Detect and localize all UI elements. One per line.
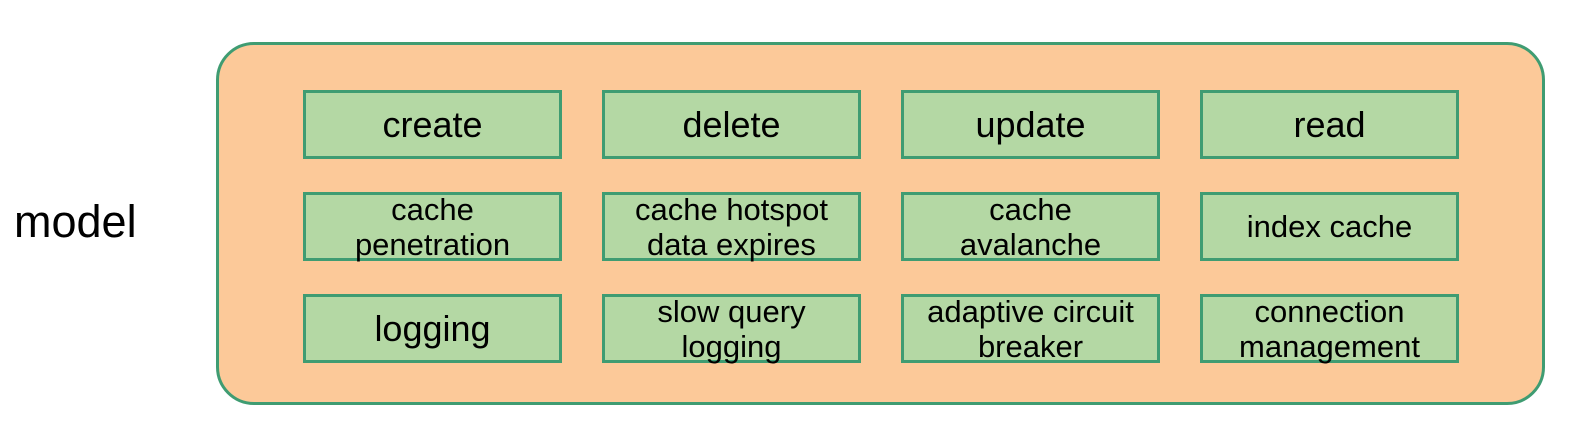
cell-line: cache [391, 191, 474, 227]
grid-cell[interactable]: delete [602, 90, 861, 159]
cell-line: cache hotspot [634, 191, 829, 227]
cell-line: slow query [657, 293, 806, 329]
grid-cell[interactable]: slow query logging [602, 293, 861, 364]
model-group-container: create delete update read cache penetrat… [216, 42, 1545, 405]
grid-cell[interactable]: read [1200, 90, 1459, 159]
grid-cell[interactable]: connection management [1200, 293, 1459, 364]
cell-line: update [975, 103, 1086, 145]
cell-line: avalanche [959, 226, 1102, 262]
grid-cell[interactable]: create [303, 90, 562, 159]
grid-cell[interactable]: cache avalanche [901, 191, 1160, 262]
cell-line: delete [682, 103, 781, 145]
cell-line: cache [989, 191, 1072, 227]
cell-line: create [382, 103, 483, 145]
cell-line: logging [374, 307, 491, 349]
cell-line: data expires [647, 226, 816, 262]
cell-line: connection [1254, 293, 1405, 329]
grid-row: create delete update read [303, 90, 1459, 159]
cell-line: breaker [977, 328, 1084, 364]
grid-cell[interactable]: logging [303, 294, 562, 363]
cell-line: penetration [354, 226, 511, 262]
grid-cell[interactable]: cache hotspot data expires [602, 191, 861, 262]
grid-row: cache penetration cache hotspot data exp… [303, 191, 1459, 262]
grid-cell[interactable]: update [901, 90, 1160, 159]
cell-line: logging [681, 328, 782, 364]
grid-row: logging slow query logging adaptive circ… [303, 293, 1459, 364]
cell-line: read [1293, 103, 1366, 145]
capability-grid: create delete update read cache penetrat… [303, 90, 1459, 364]
cell-line: management [1239, 328, 1420, 364]
grid-cell[interactable]: cache penetration [303, 191, 562, 262]
group-label-model: model [14, 196, 137, 247]
grid-cell[interactable]: index cache [1200, 192, 1459, 261]
cell-line: adaptive circuit [927, 293, 1134, 329]
grid-cell[interactable]: adaptive circuit breaker [901, 293, 1160, 364]
cell-line: index cache [1246, 208, 1413, 244]
